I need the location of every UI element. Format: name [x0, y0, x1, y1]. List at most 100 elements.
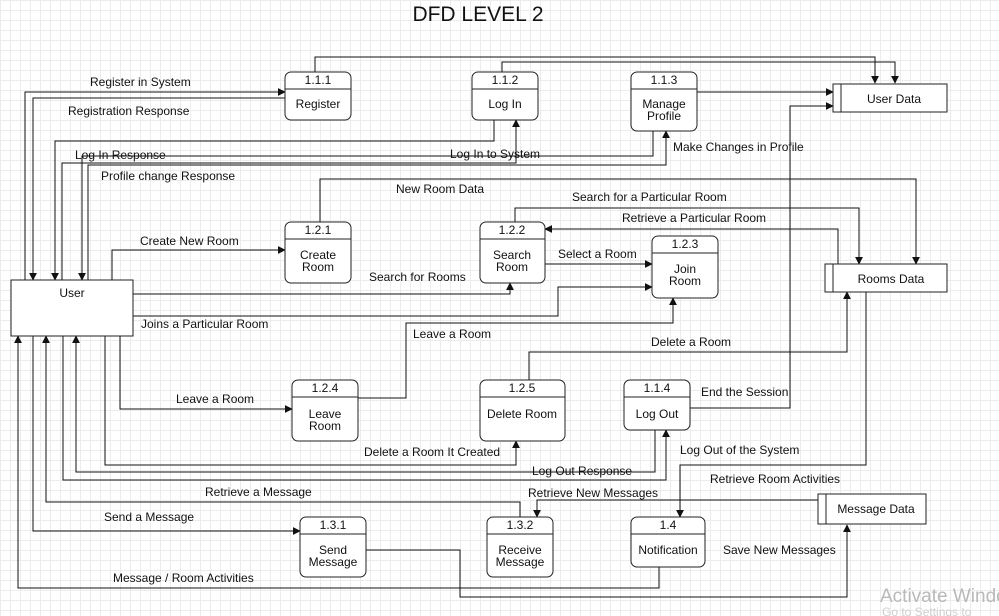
process-join-room-name-1: Join — [674, 262, 696, 276]
label-message-room-activities: Message / Room Activities — [113, 571, 254, 585]
label-leave-a-room-2: Leave a Room — [413, 327, 491, 341]
process-leave-room-name-1: Leave — [309, 407, 342, 421]
process-delete-room-box — [479, 379, 566, 442]
process-log-in[interactable]: 1.1.2 Log In — [471, 71, 539, 121]
flow-log-in-response — [51, 120, 495, 281]
flow-profile-change-response — [78, 131, 654, 281]
label-log-in-to-system: Log In to System — [450, 147, 540, 161]
activation-watermark: Activate Windo — [880, 586, 999, 607]
flow-new-room-data — [319, 178, 920, 265]
flow-labels: Register in System Registration Response… — [68, 75, 840, 585]
entity-user-label: User — [59, 286, 84, 300]
diagram-title: DFD LEVEL 2 — [412, 3, 543, 26]
process-send-message-name-1: Send — [319, 543, 347, 557]
flow-register-in-system — [24, 88, 286, 280]
flow-make-changes-profile — [87, 130, 670, 280]
process-register-name: Register — [296, 97, 341, 111]
process-log-out-box — [623, 379, 691, 431]
store-rooms-data-label: Rooms Data — [858, 272, 925, 286]
process-search-room-id: 1.2.2 — [499, 223, 526, 237]
process-register[interactable]: 1.1.1 Register — [284, 71, 352, 121]
process-leave-room[interactable]: 1.2.4 Leave Room — [291, 379, 359, 442]
process-search-room-name-1: Search — [493, 248, 531, 262]
process-send-message-id: 1.3.1 — [320, 518, 347, 532]
process-register-id: 1.1.1 — [305, 73, 332, 87]
flow-end-the-session — [690, 102, 834, 409]
label-log-out-of-system: Log Out of the System — [680, 443, 799, 457]
store-user-data-box — [832, 83, 948, 113]
process-receive-message-name-2: Message — [496, 555, 545, 569]
process-send-message-name-2: Message — [309, 555, 358, 569]
label-log-out-response: Log Out Response — [532, 464, 632, 478]
flow-registration-response — [29, 97, 285, 281]
flow-send-a-message — [32, 336, 301, 535]
store-message-data[interactable]: Message Data — [817, 493, 927, 525]
label-send-a-message: Send a Message — [104, 510, 194, 524]
flow-register-userdata — [314, 56, 879, 84]
flow-retrieve-room-activities — [676, 292, 867, 518]
label-new-room-data: New Room Data — [396, 182, 484, 196]
process-receive-message-id: 1.3.2 — [507, 518, 534, 532]
process-notification-box — [630, 516, 706, 568]
process-receive-message-box — [486, 516, 554, 578]
flow-save-message — [366, 524, 851, 598]
process-send-message[interactable]: 1.3.1 Send Message — [299, 516, 367, 578]
label-registration-response: Registration Response — [68, 104, 190, 118]
label-save-new-messages: Save New Messages — [723, 543, 836, 557]
store-rooms-data[interactable]: Rooms Data — [824, 263, 948, 293]
label-select-a-room: Select a Room — [558, 247, 637, 261]
process-join-room[interactable]: 1.2.3 Join Room — [651, 235, 719, 299]
process-delete-room[interactable]: 1.2.5 Delete Room — [479, 379, 566, 442]
process-create-room-box — [284, 221, 352, 284]
label-retrieve-particular-room: Retrieve a Particular Room — [622, 211, 766, 225]
process-notification-name: Notification — [638, 543, 697, 557]
process-search-room-name-2: Room — [496, 260, 528, 274]
label-retrieve-room-activities: Retrieve Room Activities — [710, 472, 840, 486]
process-manage-profile[interactable]: 1.1.3 Manage Profile — [630, 71, 698, 132]
process-log-out-name: Log Out — [636, 407, 679, 421]
flow-retrieve-a-message — [42, 335, 521, 517]
process-join-room-box — [651, 235, 719, 299]
process-receive-message-name-1: Receive — [498, 543, 542, 557]
store-message-data-label: Message Data — [837, 502, 915, 516]
process-create-room-name-2: Room — [302, 260, 334, 274]
flow-create-new-room — [111, 246, 286, 280]
process-log-in-name: Log In — [488, 97, 521, 111]
process-manage-profile-name-2: Profile — [647, 109, 681, 123]
process-receive-message[interactable]: 1.3.2 Receive Message — [486, 516, 554, 578]
process-delete-room-name: Delete Room — [487, 407, 557, 421]
process-search-room-box — [479, 221, 546, 284]
process-manage-profile-box — [630, 71, 698, 132]
label-leave-a-room-1: Leave a Room — [176, 392, 254, 406]
process-log-out[interactable]: 1.1.4 Log Out — [623, 379, 691, 431]
flow-joins-particular-room — [133, 283, 653, 317]
flow-message-room-activities — [14, 335, 660, 589]
flow-search-particular-room — [514, 207, 863, 265]
store-rooms-data-box — [824, 263, 948, 293]
entity-user[interactable]: User — [10, 279, 134, 337]
process-register-box — [284, 71, 352, 121]
label-profile-change-response: Profile change Response — [101, 169, 235, 183]
flow-login-userdata — [501, 61, 899, 84]
process-manage-profile-id: 1.1.3 — [651, 73, 678, 87]
process-send-message-box — [299, 516, 367, 578]
process-notification[interactable]: 1.4 Notification — [630, 516, 706, 568]
process-create-room[interactable]: 1.2.1 Create Room — [284, 221, 352, 284]
label-retrieve-new-messages: Retrieve New Messages — [528, 486, 658, 500]
label-delete-a-room: Delete a Room — [651, 335, 731, 349]
process-log-in-id: 1.1.2 — [492, 73, 519, 87]
process-leave-room-id: 1.2.4 — [312, 381, 339, 395]
flow-log-in-to-system — [61, 119, 520, 280]
flow-log-out-of-system — [62, 336, 670, 481]
label-create-new-room: Create New Room — [140, 234, 239, 248]
process-search-room[interactable]: 1.2.2 Search Room — [479, 221, 546, 284]
process-create-room-id: 1.2.1 — [305, 223, 332, 237]
flow-delete-room-it-created — [104, 336, 520, 466]
label-make-changes-in-profile: Make Changes in Profile — [673, 140, 804, 154]
process-log-out-id: 1.1.4 — [644, 381, 671, 395]
flow-leave-a-room-1 — [119, 336, 293, 413]
flow-search-for-rooms — [133, 282, 514, 295]
store-user-data[interactable]: User Data — [832, 83, 948, 113]
process-notification-id: 1.4 — [660, 518, 677, 532]
